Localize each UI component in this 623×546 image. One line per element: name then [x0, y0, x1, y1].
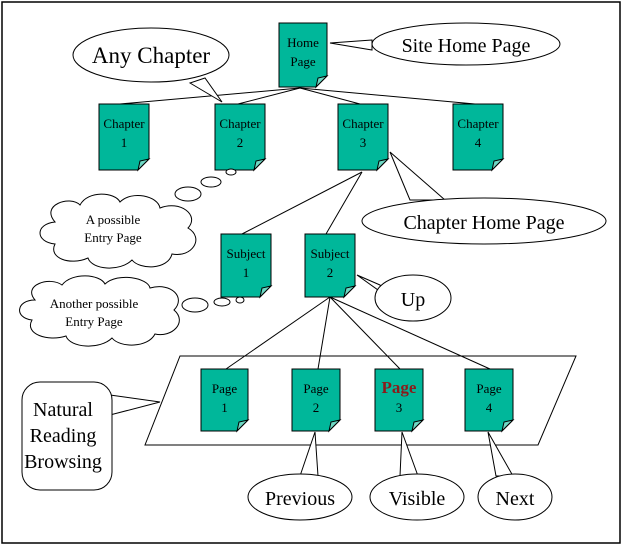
- natural-reading-line1: Natural: [33, 399, 93, 421]
- node-subject1: Subject 1: [220, 233, 273, 299]
- entry-page-line2: Entry Page: [84, 230, 142, 245]
- edge-home-chapter3: [299, 87, 361, 105]
- node-chapter4-label-1: Chapter: [457, 116, 499, 131]
- edge-subject2-page1: [225, 296, 331, 370]
- node-subject1-label-2: 1: [243, 265, 250, 280]
- node-chapter2-label-1: Chapter: [219, 116, 261, 131]
- node-page1-label-1: Page: [212, 381, 238, 396]
- node-page4: Page 4: [464, 368, 515, 433]
- node-chapter1-fold: [137, 158, 151, 172]
- node-page3-label-1: Page: [382, 378, 417, 397]
- node-home-label-2: Page: [290, 54, 316, 69]
- entry-page-line1: A possible: [86, 212, 141, 227]
- node-chapter1-label-1: Chapter: [103, 116, 145, 131]
- site-home-page-label: Site Home Page: [402, 35, 531, 57]
- edge-subject2-page2: [317, 296, 331, 370]
- tree-connectors: [119, 87, 491, 370]
- site-home-page-bubble: [371, 22, 561, 66]
- node-page4-label-2: 4: [486, 400, 493, 415]
- thought-dot-large-2: [181, 297, 209, 313]
- node-page2-label-1: Page: [303, 381, 329, 396]
- node-chapter1: Chapter 1: [98, 103, 151, 172]
- entry-page-thought: A possible Entry Page: [39, 168, 237, 269]
- node-home-fold: [315, 75, 329, 89]
- node-chapter3: Chapter 3: [337, 103, 390, 172]
- edge-chapter3-subject2: [325, 171, 363, 235]
- node-page2-label-2: 2: [313, 400, 320, 415]
- thought-dot-medium: [200, 176, 222, 188]
- entry-page-cloud: [39, 193, 197, 269]
- node-subject2-label-1: Subject: [311, 246, 350, 261]
- thought-dot-large: [174, 186, 202, 202]
- visible-label: Visible: [389, 488, 446, 510]
- next-label: Next: [496, 488, 535, 510]
- chapter-home-page-bubble: [361, 197, 607, 245]
- previous-label: Previous: [265, 488, 335, 510]
- edge-chapter3-subject1: [241, 171, 363, 235]
- node-page4-fold: [501, 419, 515, 433]
- thought-dot-small-2: [235, 296, 245, 304]
- node-chapter3-label-1: Chapter: [342, 116, 384, 131]
- node-chapter1-label-2: 1: [121, 135, 128, 150]
- edge-home-chapter4: [299, 87, 476, 105]
- edge-home-chapter1: [119, 87, 301, 105]
- another-entry-page-line1: Another possible: [50, 296, 139, 311]
- node-chapter2-label-2: 2: [237, 135, 244, 150]
- node-page2-fold: [328, 419, 342, 433]
- node-chapter4-label-2: 4: [475, 135, 482, 150]
- node-chapter2: Chapter 2: [214, 103, 267, 172]
- natural-reading-line2: Reading: [30, 425, 97, 447]
- node-chapter2-fold: [253, 158, 267, 172]
- any-chapter-bubble: [72, 27, 230, 83]
- edge-subject2-page3: [329, 296, 401, 370]
- node-page3-fold: [411, 419, 425, 433]
- node-chapter3-label-2: 3: [360, 135, 367, 150]
- node-page3-label-2: 3: [396, 400, 403, 415]
- next-bubble: [477, 473, 553, 521]
- node-page1: Page 1: [200, 368, 250, 433]
- chapter-home-page-label: Chapter Home Page: [403, 212, 564, 234]
- node-chapter4-fold: [491, 158, 505, 172]
- natural-reading-box: [21, 381, 113, 491]
- node-chapter4: Chapter 4: [452, 103, 505, 172]
- thought-dot-medium-2: [213, 297, 231, 307]
- another-entry-page-cloud: [19, 275, 180, 347]
- edge-home-chapter2: [237, 87, 301, 105]
- node-subject2-fold: [343, 285, 357, 299]
- another-entry-page-line2: Entry Page: [65, 314, 123, 329]
- node-subject2: Subject 2: [304, 233, 357, 299]
- natural-reading-line3: Browsing: [24, 451, 102, 473]
- chapter-home-pointer: [389, 151, 447, 201]
- previous-bubble: [247, 473, 353, 521]
- visible-bubble: [369, 473, 465, 521]
- another-entry-page-thought: Another possible Entry Page: [19, 275, 245, 347]
- node-home-label-1: Home: [287, 35, 319, 50]
- any-chapter-pointer: [188, 77, 223, 103]
- reading-group-parallelogram: [144, 355, 577, 446]
- edge-subject2-page4: [329, 296, 491, 370]
- thought-dot-small: [225, 168, 237, 176]
- node-page3: Page 3: [374, 368, 425, 433]
- up-label: Up: [401, 289, 425, 311]
- node-page1-label-2: 1: [221, 400, 228, 415]
- up-bubble: [374, 274, 452, 322]
- node-subject2-label-2: 2: [327, 265, 334, 280]
- any-chapter-label: Any Chapter: [92, 43, 211, 68]
- node-page1-fold: [236, 419, 250, 433]
- node-subject1-fold: [259, 285, 273, 299]
- node-chapter3-fold: [376, 158, 390, 172]
- node-page2: Page 2: [291, 368, 342, 433]
- node-subject1-label-1: Subject: [227, 246, 266, 261]
- node-page4-label-1: Page: [476, 381, 502, 396]
